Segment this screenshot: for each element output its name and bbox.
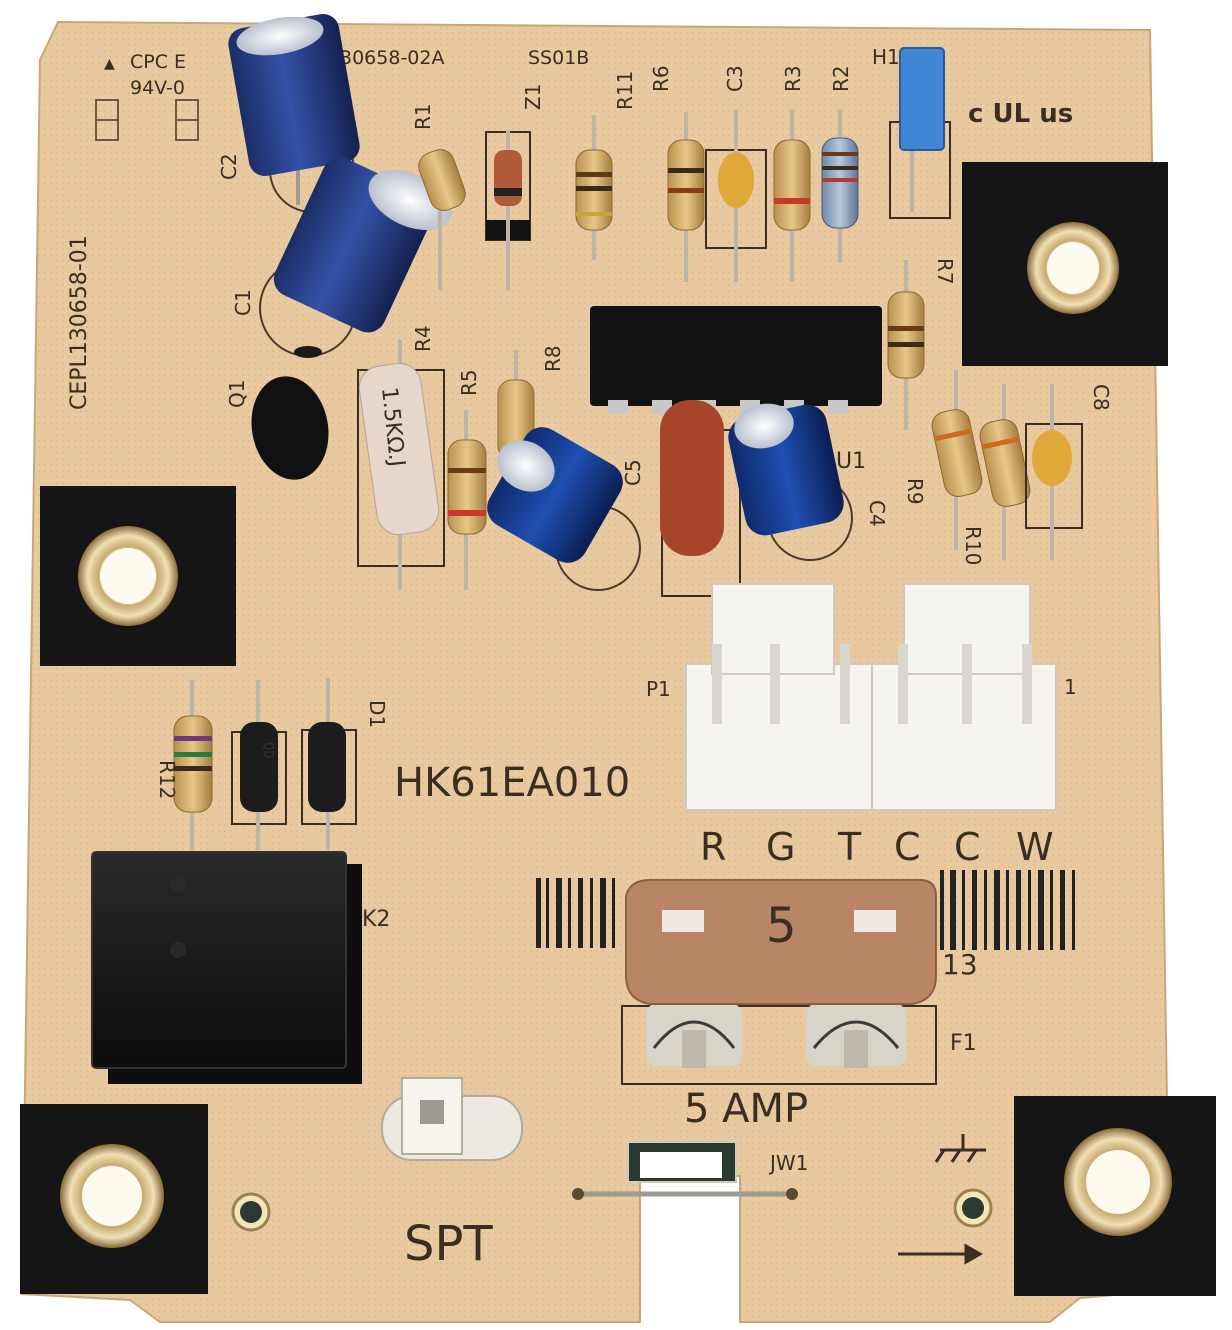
ul-mark: c UL us (968, 99, 1073, 129)
fuse-clip-left (646, 1004, 742, 1068)
ground-icon (934, 1134, 986, 1163)
svg-text:R9: R9 (903, 478, 927, 505)
spade-terminal (381, 1077, 523, 1161)
fuse-amp-rating: 5 AMP (684, 1086, 808, 1132)
cpc-marking: CPC E (130, 51, 186, 73)
svg-text:R6: R6 (649, 65, 673, 92)
sensor-h1: H1 (872, 45, 951, 219)
terminal-r: R (700, 825, 726, 869)
terminal-labels: R G T C C W (700, 825, 1054, 869)
svg-text:R7: R7 (933, 258, 957, 285)
svg-text:C3: C3 (723, 65, 747, 92)
zener-z1: Z1 (485, 84, 545, 290)
ss-code: SS01B (528, 47, 589, 69)
capacitor-c5: C5 (487, 427, 645, 591)
resistor-r4: 1.5KΩ.J R4 (357, 325, 445, 590)
resistor-r11: R11 (575, 71, 637, 260)
svg-text:R2: R2 (829, 65, 853, 92)
resistor-r2: R2 (821, 65, 859, 262)
svg-text:QD: QD (260, 742, 276, 759)
svg-text:P1: P1 (646, 677, 671, 701)
capacitor-c2: C2 (217, 13, 360, 213)
mounting-pad-left (40, 486, 236, 666)
svg-text:H1: H1 (872, 45, 900, 69)
spt-label: SPT (404, 1216, 493, 1272)
svg-text:C8: C8 (1089, 384, 1113, 411)
mounting-pad-bottom-left (20, 1104, 208, 1294)
svg-text:D1: D1 (365, 700, 389, 728)
fuse-rating-mark: 5 (766, 898, 797, 954)
terminal-w: W (1016, 825, 1054, 869)
terminal-t: T (837, 825, 862, 869)
diode-d1: D1 (301, 678, 389, 850)
mounting-pad-top-right (962, 162, 1168, 366)
svg-text:U1: U1 (836, 449, 866, 474)
svg-text:C1: C1 (231, 289, 255, 316)
resistor-r1: R1 (411, 103, 466, 290)
resistor-r12: R12 (155, 680, 213, 850)
fuse-side-mark: 13 (942, 948, 978, 981)
fuse-ref: F1 (950, 1031, 977, 1056)
svg-text:Q1: Q1 (225, 380, 249, 408)
resistor-r10: R10 (961, 384, 1031, 565)
terminal-c1: C (894, 825, 921, 869)
rev-code: 30658-02A (340, 47, 444, 69)
triangle-icon: ▲ (104, 56, 115, 72)
resistor-r7: R7 (887, 258, 957, 430)
diode-d2: QD (231, 680, 287, 850)
svg-text:Z1: Z1 (521, 84, 545, 110)
relay-k2: K2 (91, 851, 390, 1084)
resistor-r5: R5 (447, 369, 487, 590)
fuse: 5 (625, 879, 937, 1005)
connector-p1: P1 1 (646, 583, 1077, 811)
svg-text:C4: C4 (865, 500, 889, 527)
svg-text:R4: R4 (411, 325, 435, 352)
capacitor-c3: C3 (705, 65, 767, 282)
flammability-marking: 94V-0 (130, 77, 185, 99)
part-number: HK61EA010 (394, 760, 630, 806)
svg-text:R11: R11 (613, 71, 637, 110)
film-capacitor-red (660, 400, 741, 597)
capacitor-c4: C4 (728, 403, 889, 561)
svg-text:R8: R8 (541, 345, 565, 372)
terminal-g: G (766, 825, 795, 869)
resistor-r9: R9 (903, 370, 983, 550)
svg-text:C2: C2 (217, 153, 241, 180)
pcb-id: CEPL130658-01 (67, 235, 92, 410)
svg-text:R12: R12 (155, 760, 179, 799)
svg-text:R5: R5 (457, 369, 481, 396)
svg-text:R1: R1 (411, 103, 435, 130)
arrow-right-icon (898, 1243, 984, 1265)
svg-text:c UL us: c UL us (968, 99, 1073, 129)
svg-text:R10: R10 (961, 526, 985, 565)
terminal-c2: C (954, 825, 981, 869)
test-pad-bottom (231, 1188, 993, 1232)
transistor-q1: Q1 (225, 376, 329, 480)
capacitor-c8: C8 (1025, 384, 1113, 560)
date-stamp-marks (95, 99, 199, 141)
mounting-pad-bottom-right (1014, 1096, 1216, 1296)
svg-text:R3: R3 (781, 65, 805, 92)
resistor-r3: R3 (773, 65, 811, 282)
svg-text:C5: C5 (621, 459, 645, 486)
svg-text:JW1: JW1 (768, 1151, 808, 1175)
barcode (536, 870, 1075, 950)
fuse-holder (621, 1004, 937, 1085)
p1-pin-one-label: 1 (1064, 675, 1077, 699)
jumper-jw1: JW1 (572, 1141, 808, 1200)
svg-text:K2: K2 (362, 907, 390, 932)
fuse-clip-right (806, 1004, 906, 1068)
resistor-r6: R6 (649, 65, 705, 282)
